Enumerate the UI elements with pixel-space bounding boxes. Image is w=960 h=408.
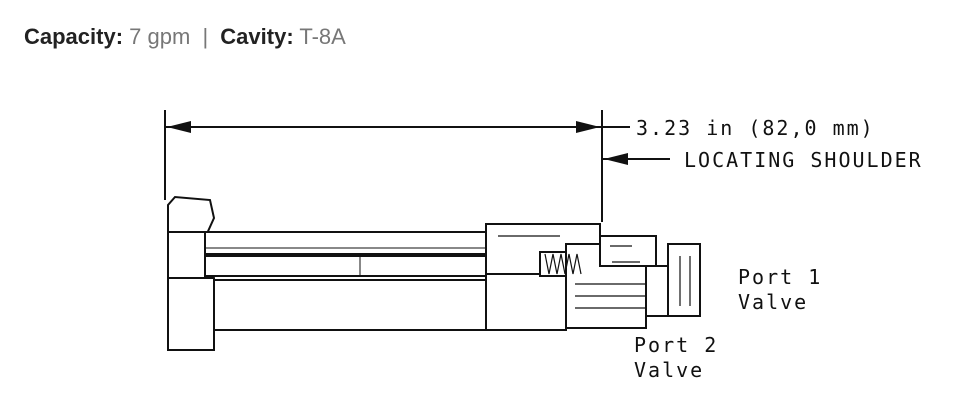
dimension-arrow-left bbox=[167, 121, 191, 133]
cavity-label: Cavity: bbox=[220, 24, 294, 49]
spec-separator: | bbox=[202, 24, 209, 49]
capacity-value: 7 gpm bbox=[129, 24, 191, 49]
port2-label-line1: Port 2 bbox=[634, 333, 718, 357]
dimension-label: 3.23 in (82,0 mm) bbox=[636, 116, 875, 140]
shoulder-arrow bbox=[604, 153, 628, 165]
port1-label-line2: Valve bbox=[738, 290, 808, 314]
nose-tip bbox=[667, 243, 701, 317]
locating-shoulder-label: LOCATING SHOULDER bbox=[684, 148, 923, 172]
nose-stage-2 bbox=[599, 235, 657, 267]
cavity-value: T-8A bbox=[299, 24, 346, 49]
inner-spool bbox=[204, 255, 506, 277]
dimension-arrow-right bbox=[576, 121, 600, 133]
nose-stage-3 bbox=[645, 265, 669, 317]
coupling bbox=[485, 273, 567, 331]
port1-label-line1: Port 1 bbox=[738, 265, 822, 289]
lower-barrel bbox=[213, 279, 490, 331]
spring-coils bbox=[544, 253, 582, 275]
valve-body bbox=[167, 195, 701, 351]
port2-label-line2: Valve bbox=[634, 358, 704, 382]
capacity-label: Capacity: bbox=[24, 24, 124, 49]
spec-line: Capacity: 7 gpm | Cavity: T-8A bbox=[24, 24, 346, 50]
